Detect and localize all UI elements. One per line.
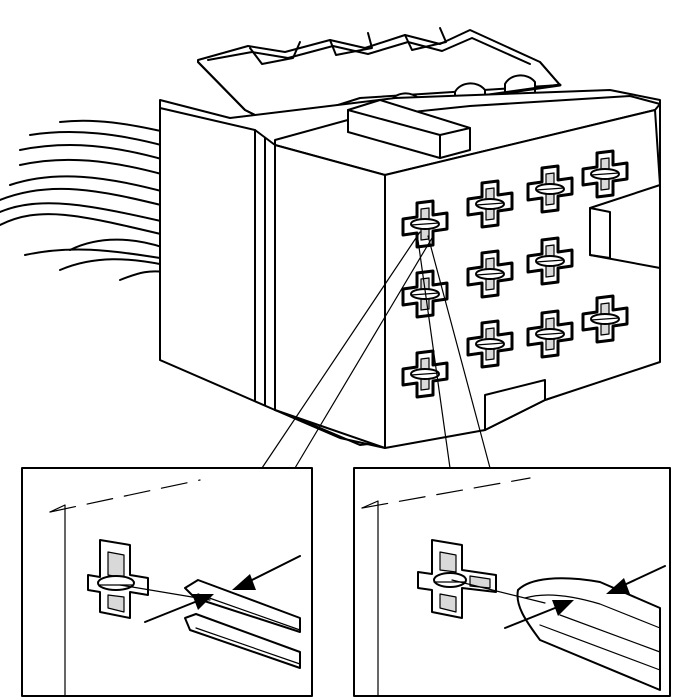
wire-harness xyxy=(0,119,166,281)
terminal-cavity xyxy=(466,179,514,229)
terminal-cavity xyxy=(581,149,629,199)
terminal-cavity xyxy=(401,349,449,399)
terminal-cavity xyxy=(526,236,574,286)
detail-view-tapered-tool xyxy=(353,467,671,697)
terminal-cavity xyxy=(401,199,449,249)
arrow-bottom-left-detail xyxy=(144,594,214,623)
terminal-cavity xyxy=(466,249,514,299)
terminal-cavity xyxy=(526,164,574,214)
callout-lines xyxy=(261,231,491,469)
arrow-top-right-detail xyxy=(606,565,666,594)
arrow-bottom-right-detail xyxy=(504,600,574,629)
arrow-top-left-detail xyxy=(232,555,301,590)
release-tool-tapered xyxy=(516,577,661,691)
connector-body xyxy=(159,89,661,449)
terminal-cavity xyxy=(466,319,514,369)
detail-view-flat-tool xyxy=(21,467,313,697)
terminal-cavity xyxy=(581,294,629,344)
terminal-cavity-detail xyxy=(417,539,497,619)
terminal-cavity-detail xyxy=(87,539,149,619)
terminal-grid xyxy=(401,149,629,399)
terminal-cavity xyxy=(526,309,574,359)
